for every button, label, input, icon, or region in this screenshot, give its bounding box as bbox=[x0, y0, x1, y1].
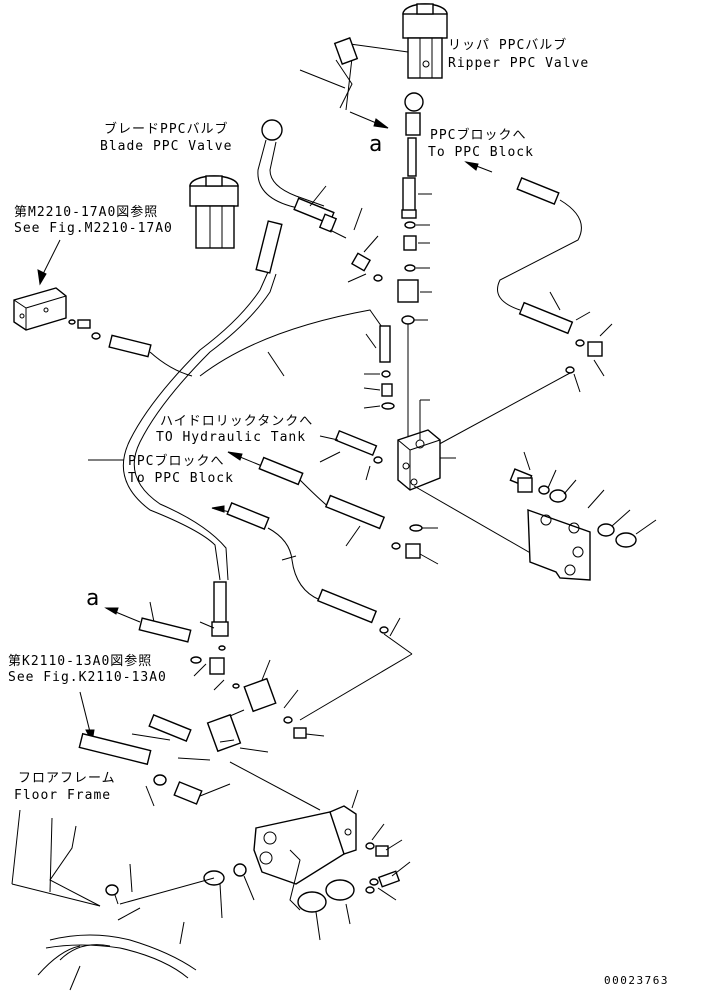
block-bolts bbox=[319, 429, 383, 481]
floor-frame-label-jp: フロアフレーム bbox=[18, 771, 116, 786]
ppc-block bbox=[397, 399, 561, 571]
ppc-block-label-en-mid: To PPC Block bbox=[128, 471, 234, 486]
floor-frame-label-en: Floor Frame bbox=[14, 788, 112, 803]
ref-k2110-label-jp: 第K2110-13A0図参照 bbox=[8, 654, 153, 669]
blade-hose-upper bbox=[257, 119, 383, 283]
connector-a-top: a bbox=[369, 132, 384, 157]
hydraulic-tank-label-en: TO Hydraulic Tank bbox=[156, 430, 307, 445]
floor-frame bbox=[11, 809, 197, 991]
center-line-pipe bbox=[199, 309, 395, 410]
ppc-block-label-jp-top: PPCブロックへ bbox=[430, 128, 527, 143]
bracket-plate-right bbox=[391, 451, 657, 581]
ref-m2210-label-en: See Fig.M2210-17A0 bbox=[14, 221, 173, 236]
left-block-m2210 bbox=[13, 239, 193, 377]
ripper-ppc-label-en: Ripper PPC Valve bbox=[448, 56, 590, 71]
lower-fittings bbox=[104, 581, 325, 811]
lower-bracket bbox=[105, 789, 411, 945]
ppc-block-arrow-top bbox=[464, 161, 493, 173]
ripper-ppc-label-jp: リッパ PPCバルブ bbox=[448, 38, 568, 53]
right-hose bbox=[431, 177, 613, 449]
ripper-hose-left bbox=[299, 37, 409, 111]
ref-k2110-label-en: See Fig.K2110-13A0 bbox=[8, 670, 167, 685]
blade-ppc-valve bbox=[189, 175, 239, 249]
connector-a-mid: a bbox=[86, 586, 101, 611]
ref-m2210-label-jp: 第M2210-17A0図参照 bbox=[14, 205, 159, 220]
blade-hose-long bbox=[88, 220, 285, 581]
ripper-ppc-valve bbox=[402, 3, 448, 79]
hydraulic-tank-arrow bbox=[227, 451, 386, 547]
ppc-block-arrow-mid bbox=[211, 502, 413, 721]
blade-ppc-label-en: Blade PPC Valve bbox=[100, 139, 233, 154]
k2110-tube bbox=[78, 691, 167, 786]
ppc-block-label-en-top: To PPC Block bbox=[428, 145, 534, 160]
center-fittings bbox=[397, 92, 432, 448]
connector-a-arrow-top bbox=[349, 111, 389, 129]
drawing-number: 00023763 bbox=[604, 974, 669, 987]
blade-ppc-label-jp: ブレードPPCバルブ bbox=[104, 122, 229, 137]
hydraulic-tank-label-jp: ハイドロリックタンクへ bbox=[160, 414, 314, 429]
ppc-block-label-jp-mid: PPCブロックへ bbox=[128, 454, 225, 469]
